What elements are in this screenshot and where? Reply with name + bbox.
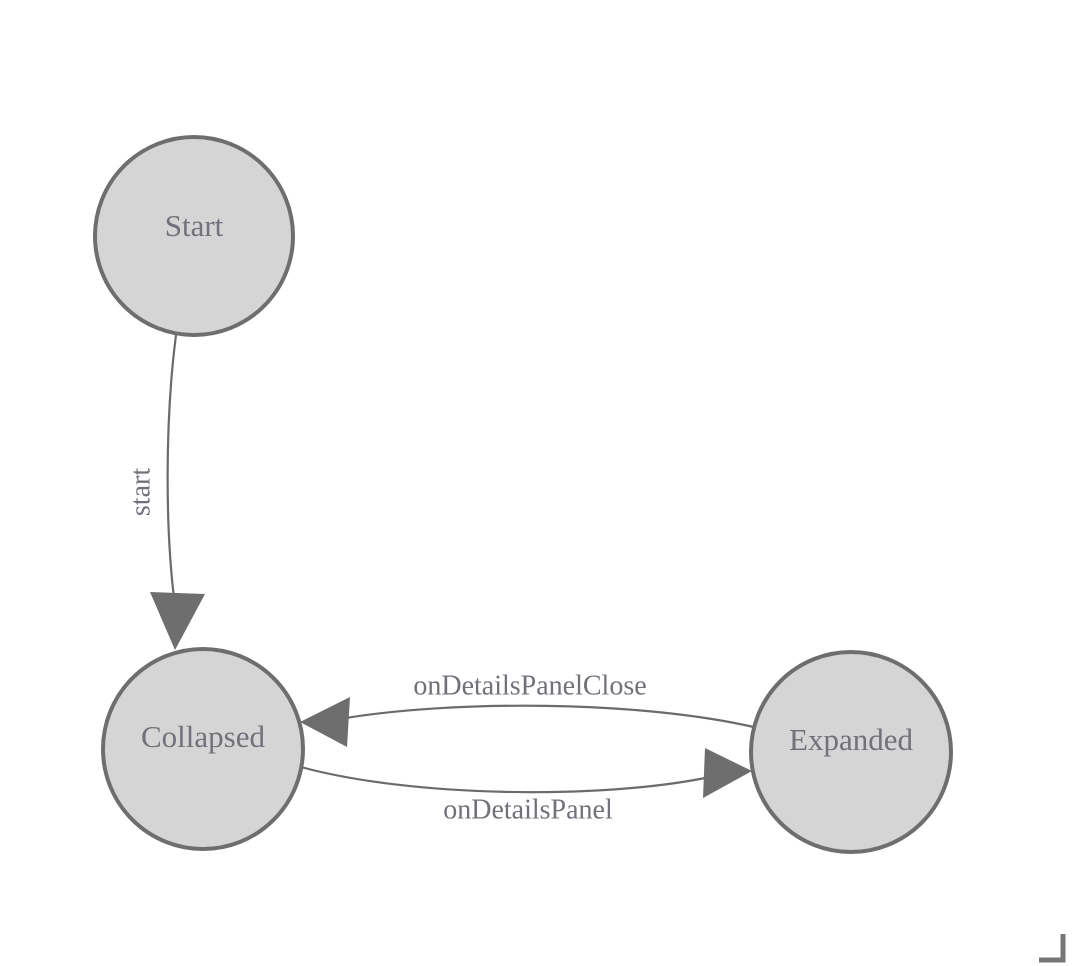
edge-collapsed-expanded-arrowhead-icon <box>703 748 752 798</box>
edge-expanded-collapsed-arrowhead-icon <box>300 697 350 747</box>
node-expanded[interactable]: Expanded <box>749 650 953 854</box>
edge-collapsed-expanded-path <box>299 765 712 794</box>
node-start[interactable]: Start <box>93 135 295 337</box>
edge-start-collapsed[interactable] <box>150 333 205 650</box>
edge-label-on-details-panel-close: onDetailsPanelClose <box>413 670 646 701</box>
node-collapsed-label: Collapsed <box>141 719 265 754</box>
edge-label-on-details-panel: onDetailsPanel <box>443 794 613 825</box>
edge-collapsed-expanded[interactable] <box>299 748 752 798</box>
crop-corner-bracket <box>1039 934 1066 963</box>
node-expanded-circle <box>749 650 953 854</box>
edge-start-collapsed-arrowhead-icon <box>150 592 205 650</box>
node-start-circle <box>93 135 295 337</box>
node-collapsed-circle <box>101 647 305 851</box>
edge-label-start: start <box>125 468 156 516</box>
crop-corner-bracket-path <box>1039 934 1066 963</box>
edge-expanded-collapsed-path <box>338 704 760 730</box>
node-collapsed[interactable]: Collapsed <box>101 647 305 851</box>
node-expanded-label: Expanded <box>789 722 913 757</box>
edge-start-collapsed-path <box>166 333 178 608</box>
node-start-label: Start <box>165 208 224 243</box>
edge-expanded-collapsed[interactable] <box>300 697 760 747</box>
